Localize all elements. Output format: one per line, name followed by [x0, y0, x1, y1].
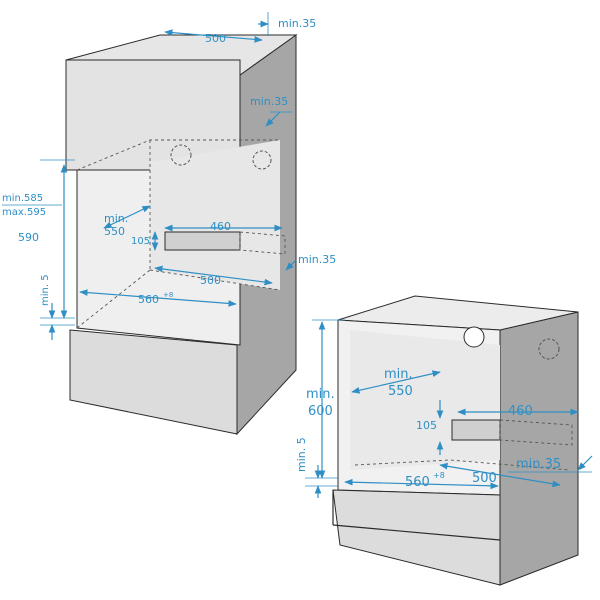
- left-top-gap-label: min.35: [278, 17, 316, 30]
- tall-cabinet-upper-front: [65, 59, 241, 171]
- right-depth-label-2: 550: [388, 384, 413, 399]
- tall-cabinet-cutout: [164, 231, 241, 251]
- base-cabinet-inner-back: [350, 330, 500, 470]
- left-height-label: 590: [18, 231, 39, 244]
- base-cabinet-side-panel: [499, 311, 579, 586]
- left-rear-gap-label: min.35: [250, 95, 288, 108]
- left-side-gap-label: min.35: [298, 253, 336, 266]
- tall-cabinet-lower-front: [69, 329, 238, 435]
- left-depth-label-2: 550: [104, 225, 125, 238]
- left-inner-depth-label: 500: [200, 274, 221, 287]
- tall-cabinet-vent-hole: [170, 144, 192, 166]
- right-bottom-gap-label: min. 5: [295, 437, 308, 472]
- left-height-range-max: max.595: [2, 207, 46, 218]
- left-dimensions: 500 min.35 min.35 min.585 max.595 590 mi…: [2, 12, 336, 340]
- base-cabinet: [332, 295, 579, 586]
- right-cutout-width-label: 460: [508, 404, 533, 419]
- right-dimensions: min. 600 min. 550 460 105 min. 5 560 +8 …: [295, 319, 593, 498]
- right-inner-depth-label: 500: [472, 471, 497, 486]
- left-height-range-min: min.585: [2, 193, 43, 204]
- right-cutout-height-label: 105: [416, 419, 437, 432]
- left-depth-label-1: min.: [104, 212, 128, 225]
- base-cabinet-vent-hole: [463, 326, 485, 348]
- left-cutout-height-label: 105: [131, 236, 150, 247]
- left-width-tolerance: +8: [163, 291, 173, 299]
- base-cabinet-cutout: [451, 419, 501, 441]
- base-cabinet-plinth: [332, 489, 501, 586]
- left-top-width-label: 500: [205, 32, 226, 45]
- base-cabinet-vent-hole-side: [538, 338, 560, 360]
- right-depth-label-1: min.: [384, 367, 413, 382]
- right-height-label-1: min.: [306, 387, 335, 402]
- left-cutout-width-label: 460: [210, 220, 231, 233]
- right-side-gap-label: min.35: [516, 457, 561, 472]
- right-height-label-2: 600: [308, 404, 333, 419]
- left-width-label: 560: [138, 293, 159, 306]
- right-width-label: 560: [405, 475, 430, 490]
- right-width-tolerance: +8: [433, 471, 445, 480]
- tall-cabinet-niche-back: [150, 140, 280, 290]
- tall-cabinet-vent-hole-side: [252, 150, 272, 170]
- left-bottom-gap-label: min. 5: [40, 274, 51, 306]
